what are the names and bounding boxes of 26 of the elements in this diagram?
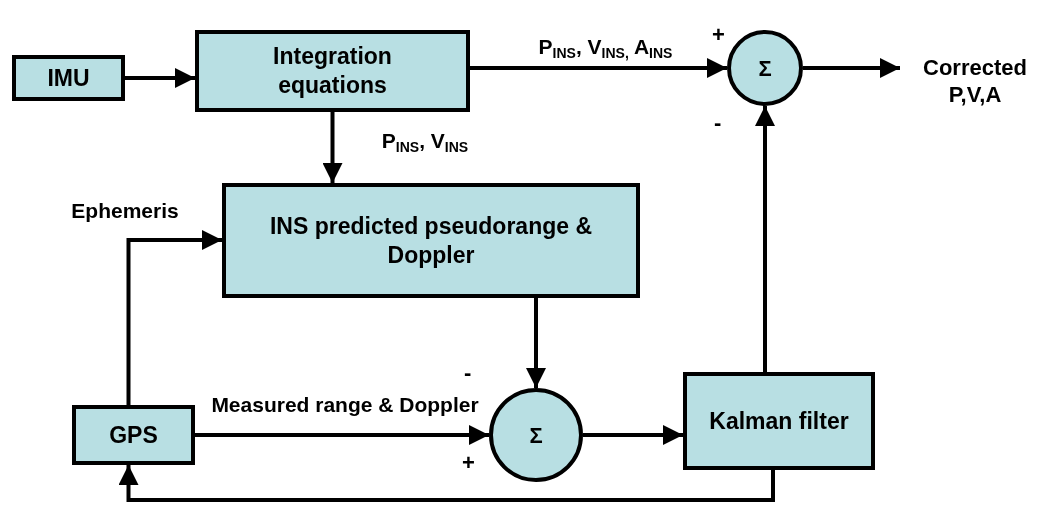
process-box: Integration equations [195,30,470,112]
arrow [322,112,343,183]
arrow [526,298,546,388]
arrow [803,58,900,78]
summing-junction: Σ [727,30,803,106]
sign-label: + [462,452,475,474]
arrow [125,68,195,88]
arrow [195,425,489,445]
process-box: INS predicted pseudorange & Doppler [222,183,640,298]
sign-label: - [714,112,722,134]
edge-label: P$_{INS}$, V$_{INS}$ [380,128,470,155]
arrow [118,465,775,502]
arrow [583,425,683,445]
summing-junction: Σ [489,388,583,482]
process-box: GPS [72,405,195,465]
arrow [755,106,775,372]
process-box: Kalman filter [683,372,875,470]
edge-label: P$_{INS}$, V$_{INS,}$ A$_{INS}$ [537,34,674,61]
output-label: Corrected P,V,A [900,46,1050,116]
edge-label: Ephemeris [70,198,180,224]
sign-label: + [712,24,725,46]
arrow [126,230,222,405]
sign-label: - [464,362,472,384]
edge-label: Measured range & Doppler [210,392,480,418]
process-box: IMU [12,55,125,101]
arrow [470,58,727,78]
